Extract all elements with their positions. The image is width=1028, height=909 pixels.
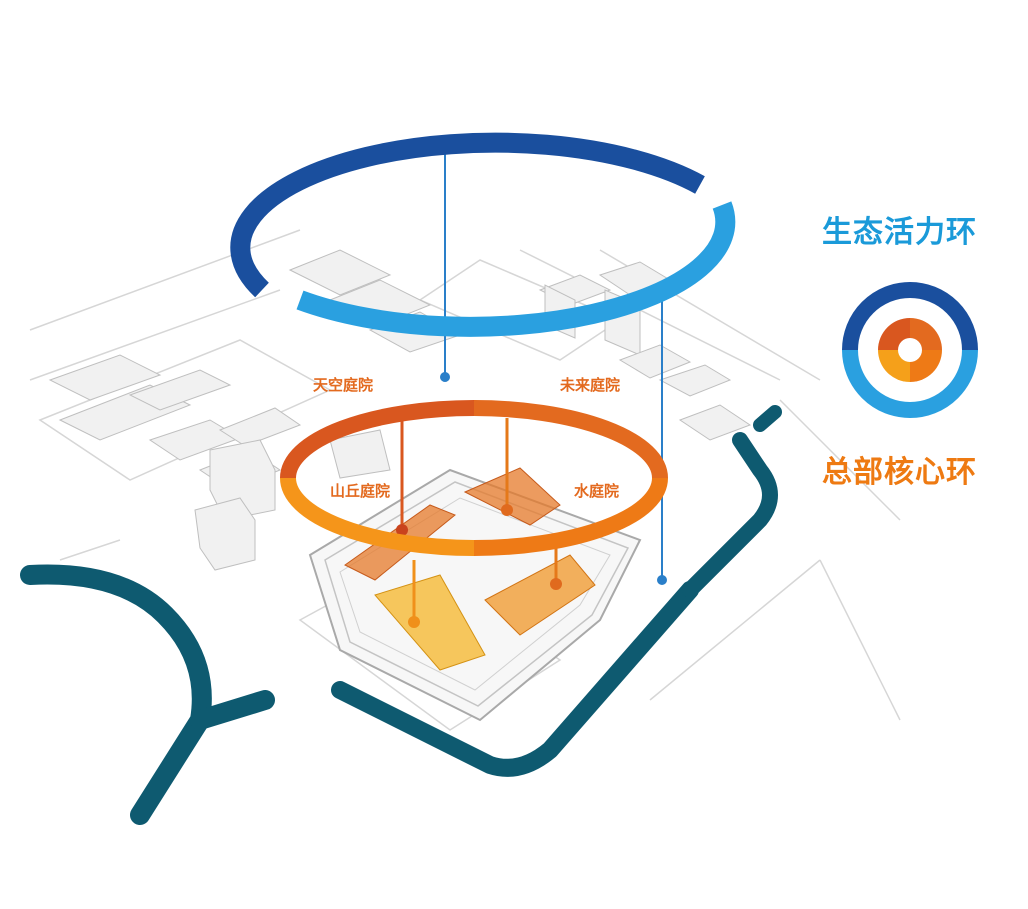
eco-vitality-ring <box>230 132 736 337</box>
hq-ring-connectors <box>400 418 558 620</box>
future-courtyard <box>484 554 596 636</box>
hq-ring-legend-label: 总部核心环 <box>822 455 977 490</box>
hq-core-ring <box>280 400 668 556</box>
hill-courtyard-label: 山丘庭院 <box>330 482 391 500</box>
main-complex <box>308 468 642 722</box>
sky-courtyard-label: 天空庭院 <box>313 376 374 394</box>
site-context <box>29 229 901 731</box>
eco-ring-connector-dots <box>440 372 667 585</box>
hq-ring-connector-dots <box>396 504 562 628</box>
eco-ring-legend-label: 生态活力环 <box>822 215 977 250</box>
water-path <box>20 405 782 825</box>
context-buildings <box>48 249 752 571</box>
water-courtyard-label: 水庭院 <box>574 482 620 500</box>
sky-courtyard <box>374 574 486 671</box>
ring-legend-icon <box>842 282 978 418</box>
future-courtyard-label: 未来庭院 <box>560 376 621 394</box>
